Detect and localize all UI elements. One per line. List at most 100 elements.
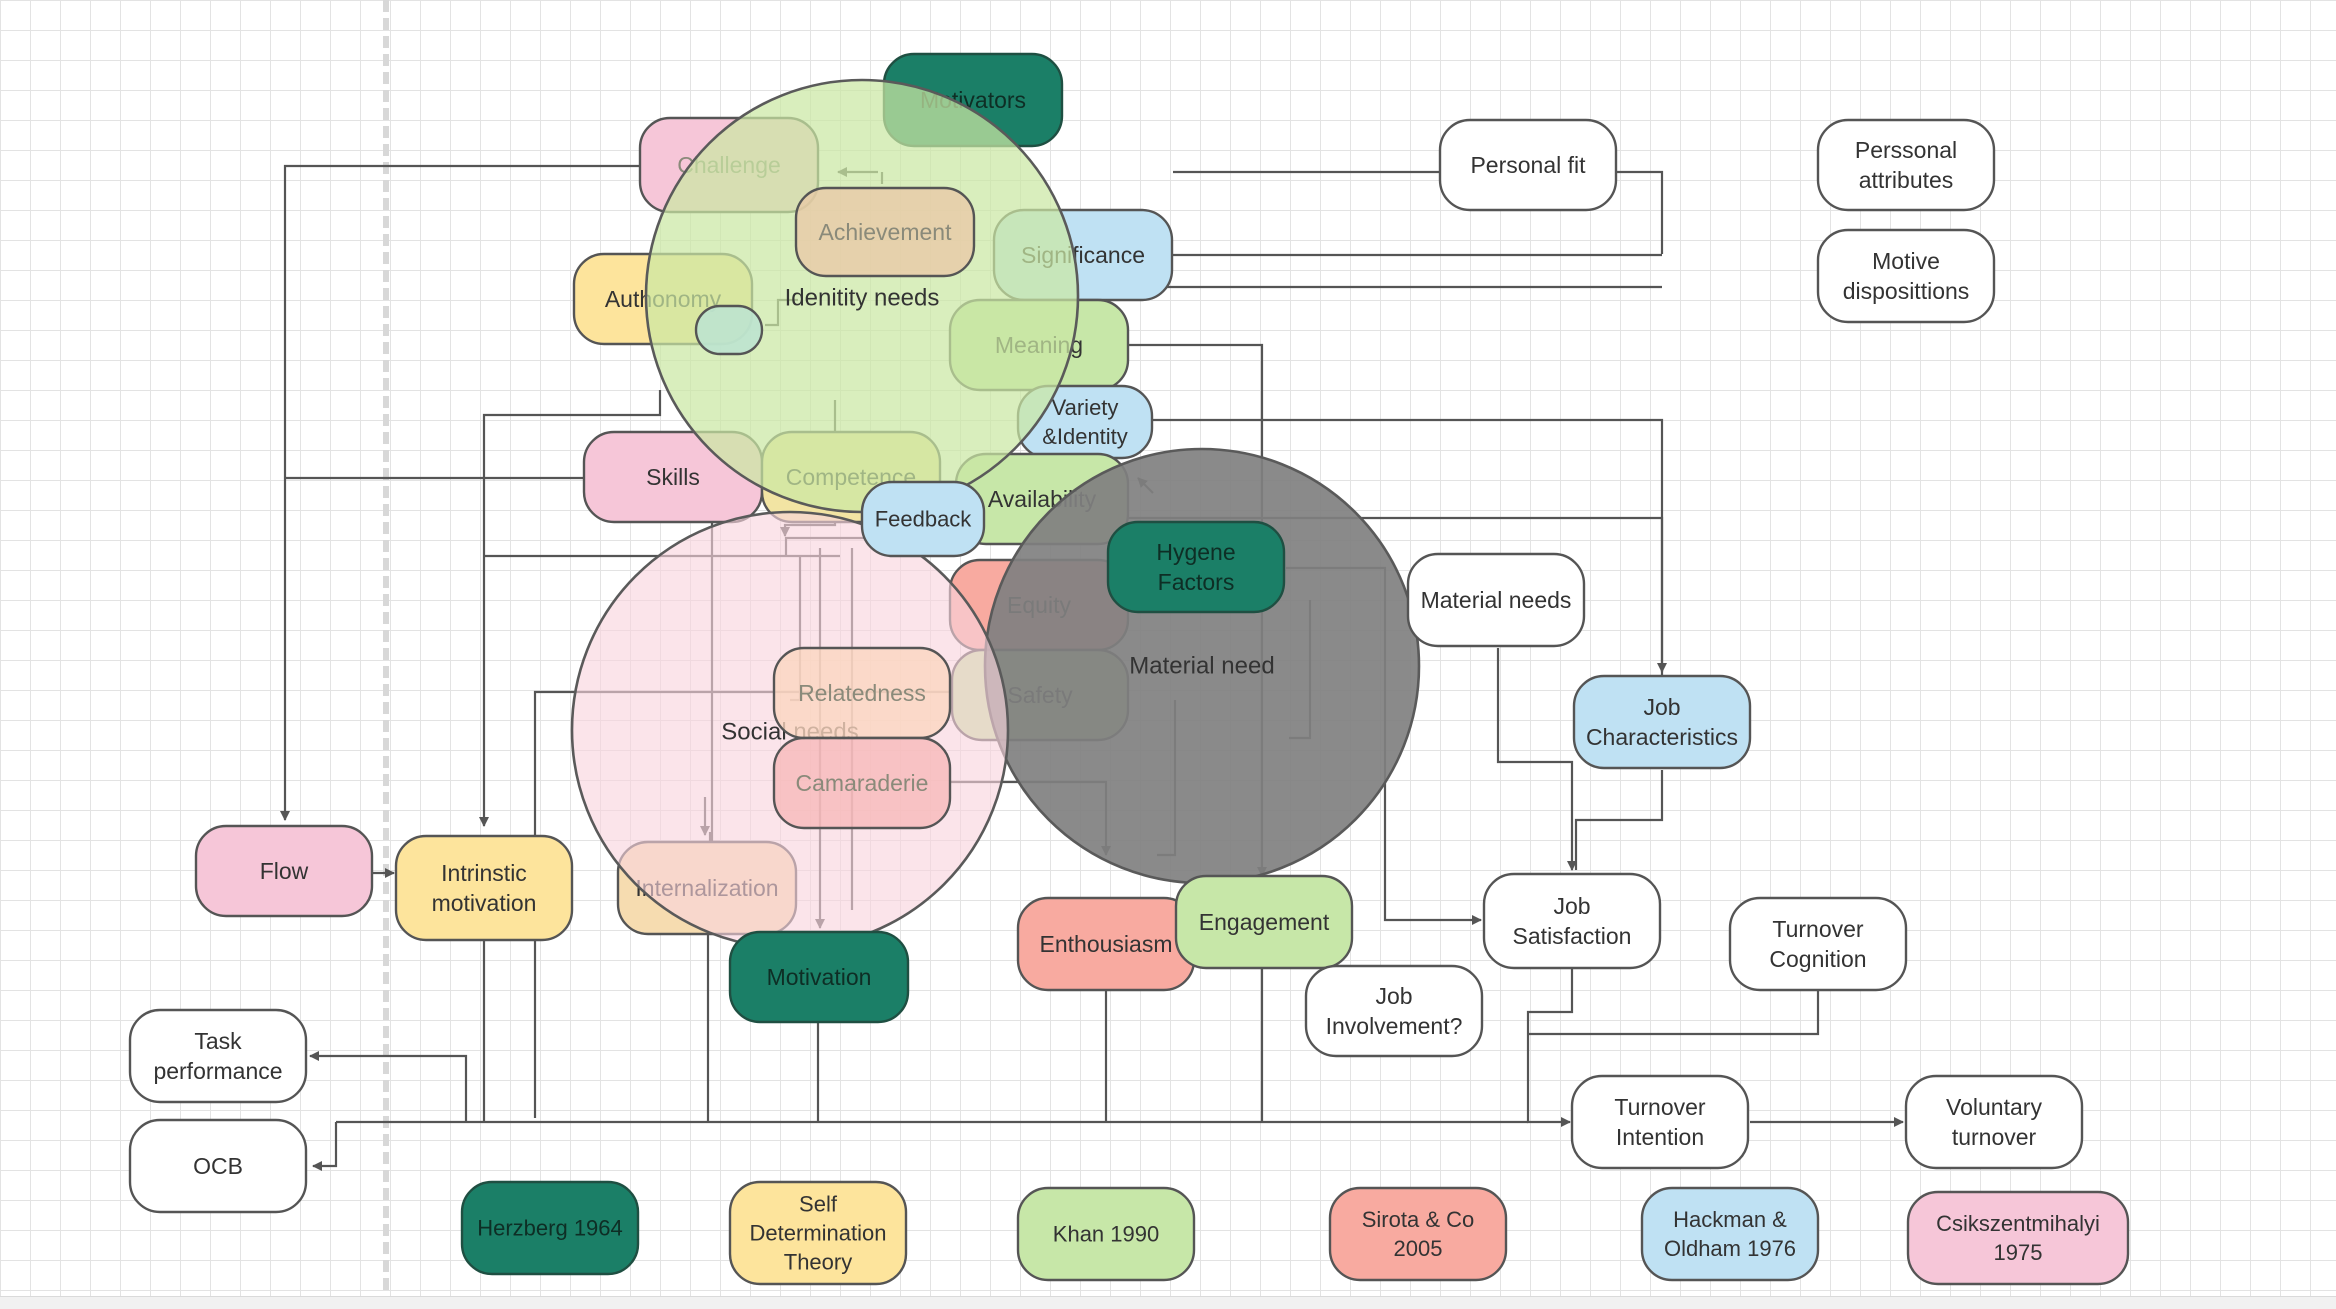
achievement-node[interactable]: Achievement	[794, 186, 976, 278]
skills-label: Skills	[646, 464, 700, 490]
personal-attributes-node[interactable]: Perssonal attributes	[1816, 118, 1996, 212]
connector-line	[1528, 990, 1820, 1036]
task-performance-label: performance	[153, 1058, 282, 1084]
turnover-cognition-label: Cognition	[1769, 946, 1866, 972]
job-involvement-label: Job	[1375, 983, 1412, 1009]
page-boundary-guide	[383, 0, 389, 1290]
feedback-node[interactable]: Feedback	[860, 480, 986, 558]
ocb-label: OCB	[193, 1153, 243, 1179]
turnover-cognition-shape	[1728, 896, 1908, 992]
legend-hackman-label: Hackman &	[1673, 1207, 1787, 1232]
legend-hackman-label: Oldham 1976	[1664, 1236, 1796, 1261]
feedback-shape	[860, 480, 986, 558]
legend-sdt-label: Determination	[750, 1221, 887, 1246]
personal-fit-label: Personal fit	[1470, 152, 1586, 178]
material-circle-label: Material need	[1129, 653, 1274, 680]
identity-chip-node[interactable]	[694, 304, 764, 356]
hygene-shape	[1106, 520, 1286, 614]
connector-line	[309, 1051, 468, 1122]
job-involvement-shape	[1304, 964, 1484, 1058]
motivation-node[interactable]: Motivation	[728, 930, 910, 1024]
enthousiasm-label: Enthousiasm	[1040, 931, 1173, 957]
material-needs-label: Material needs	[1421, 587, 1572, 613]
legend-hackman-shape	[1640, 1186, 1820, 1282]
legend-csikszentmihalyi-label: 1975	[1994, 1240, 2043, 1265]
job-characteristics-shape	[1572, 674, 1752, 770]
job-characteristics-label: Characteristics	[1586, 724, 1738, 750]
personal-attributes-shape	[1816, 118, 1996, 212]
legend-khan-node[interactable]: Khan 1990	[1016, 1186, 1196, 1282]
legend-sdt-label: Theory	[784, 1250, 852, 1275]
camaraderie-label: Camaraderie	[796, 770, 929, 796]
legend-khan-label: Khan 1990	[1053, 1222, 1159, 1247]
job-involvement-label: Involvement?	[1326, 1013, 1463, 1039]
connector-line	[1173, 170, 1664, 254]
motivation-shape	[728, 930, 910, 1024]
turnover-intention-label: Intention	[1616, 1124, 1704, 1150]
intrinsic-node[interactable]: Intrinstic motivation	[394, 834, 574, 942]
legend-sdt-shape	[728, 1180, 908, 1286]
connector-line	[280, 164, 648, 821]
legend-khan-shape	[1016, 1186, 1196, 1282]
intrinsic-label: motivation	[432, 890, 537, 916]
identity-chip-shape	[694, 304, 764, 356]
voluntary-turnover-label: Voluntary	[1946, 1094, 2042, 1120]
job-characteristics-label: Job	[1643, 694, 1680, 720]
job-satisfaction-label: Satisfaction	[1513, 923, 1632, 949]
engagement-node[interactable]: Engagement	[1174, 874, 1354, 970]
legend-sirota-label: Sirota & Co	[1362, 1207, 1475, 1232]
identity-needs-circle[interactable]: Idenitity needs	[644, 78, 1080, 514]
legend-sdt-label: Self	[799, 1191, 838, 1216]
material-needs-node[interactable]: Material needs	[1406, 552, 1586, 648]
turnover-intention-shape	[1570, 1074, 1750, 1170]
window-bottom-strip	[0, 1296, 2336, 1309]
motivation-label: Motivation	[767, 964, 872, 990]
task-performance-label: Task	[194, 1028, 242, 1054]
legend-hackman-node[interactable]: Hackman & Oldham 1976	[1640, 1186, 1820, 1282]
legend-herzberg-shape	[460, 1180, 640, 1276]
relatedness-node[interactable]: Relatedness	[772, 646, 952, 740]
foreground-node-layer: AchievementFeedbackHygeneFactorsRelatedn…	[128, 118, 2130, 1286]
variety-label: Variety	[1052, 395, 1119, 420]
camaraderie-shape	[772, 736, 952, 830]
personal-attributes-label: attributes	[1859, 167, 1954, 193]
achievement-label: Achievement	[819, 219, 953, 245]
achievement-shape	[794, 186, 976, 278]
personal-fit-shape	[1438, 118, 1618, 212]
material-needs-circle[interactable]: Material need	[983, 447, 1421, 885]
intrinsic-shape	[394, 834, 574, 942]
variety-node[interactable]: Variety&Identity	[1016, 384, 1154, 460]
enthousiasm-node[interactable]: Enthousiasm	[1016, 896, 1196, 992]
personal-attributes-label: Perssonal	[1855, 137, 1957, 163]
turnover-cognition-label: Turnover	[1772, 916, 1864, 942]
voluntary-turnover-shape	[1904, 1074, 2084, 1170]
voluntary-turnover-label: turnover	[1952, 1124, 2037, 1150]
intrinsic-label: Intrinstic	[441, 860, 527, 886]
flow-node[interactable]: Flow	[194, 824, 374, 918]
flow-shape	[194, 824, 374, 918]
connector-line	[1574, 770, 1664, 870]
motive-dispositions-label: disposittions	[1843, 278, 1970, 304]
task-performance-node[interactable]: Task performance	[128, 1008, 308, 1104]
legend-csikszentmihalyi-shape	[1906, 1190, 2130, 1286]
camaraderie-node[interactable]: Camaraderie	[772, 736, 952, 830]
connector-line	[312, 1122, 338, 1171]
legend-sirota-shape	[1328, 1186, 1508, 1282]
personal-fit-node[interactable]: Personal fit	[1438, 118, 1618, 212]
voluntary-turnover-node[interactable]: Voluntary turnover	[1904, 1074, 2084, 1170]
turnover-intention-label: Turnover	[1614, 1094, 1706, 1120]
legend-herzberg-node[interactable]: Herzberg 1964	[460, 1180, 640, 1276]
ocb-node[interactable]: OCB	[128, 1118, 308, 1214]
connector-line	[1526, 966, 1574, 1127]
